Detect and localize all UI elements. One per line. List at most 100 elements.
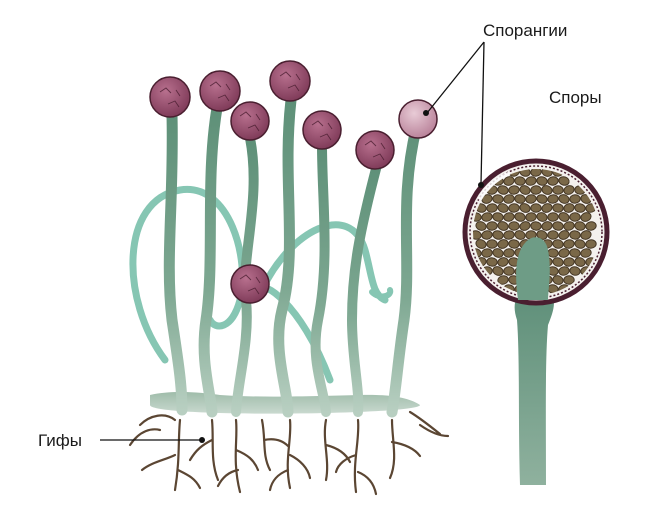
spore (492, 212, 504, 222)
spore (519, 203, 531, 213)
spore (536, 176, 548, 186)
spore (503, 194, 515, 204)
spore (574, 257, 586, 267)
sporangium-cross-section (462, 158, 610, 485)
spore (503, 230, 515, 240)
spore (503, 176, 515, 186)
spore (530, 203, 542, 213)
spore (580, 212, 592, 222)
spore (563, 185, 575, 195)
columella (516, 237, 550, 300)
sporangium-8 (230, 264, 270, 304)
spore (541, 221, 553, 231)
spore (508, 221, 520, 231)
spore (563, 239, 575, 249)
rhizoids (128, 410, 450, 496)
spore (547, 230, 559, 240)
sporangium-4 (269, 60, 311, 102)
spore (552, 239, 564, 249)
spore (552, 275, 564, 285)
spore (486, 221, 498, 231)
spore (481, 248, 493, 258)
spore (558, 176, 570, 186)
spore (492, 266, 504, 276)
spore (492, 230, 504, 240)
spore (525, 194, 537, 204)
spore (536, 212, 548, 222)
spore (530, 221, 542, 231)
spore (552, 185, 564, 195)
spore (486, 203, 498, 213)
spore (558, 266, 570, 276)
sporangia-heads (149, 60, 438, 304)
spore (569, 248, 581, 258)
spore (508, 203, 520, 213)
spore (473, 230, 482, 240)
spore (508, 185, 520, 195)
spore (481, 230, 493, 240)
sporangium-2 (199, 70, 241, 112)
spore (514, 230, 526, 240)
spore (525, 212, 537, 222)
spore (486, 239, 498, 249)
spore (569, 212, 581, 222)
spore (563, 275, 575, 285)
sporangium-5 (302, 110, 342, 150)
enlarged-stalk (514, 290, 554, 485)
leader-dot-hyphae (199, 437, 205, 443)
spore (541, 203, 553, 213)
spore (547, 194, 559, 204)
sporangium-7 (398, 99, 438, 139)
label-sporangia: Спорангии (483, 21, 567, 40)
sporangium-6 (355, 130, 395, 170)
spore (552, 257, 564, 267)
spore (486, 257, 498, 267)
spore (530, 169, 542, 177)
sporangium-wall-inner (469, 165, 603, 299)
spore (481, 194, 493, 204)
spore (569, 194, 581, 204)
spore (558, 194, 570, 204)
spore (492, 248, 504, 258)
spore (569, 266, 581, 276)
spore (497, 185, 509, 195)
spore (580, 248, 592, 258)
spore (497, 239, 509, 249)
leader-dot-sporangium (423, 110, 429, 116)
sporangia-texture (159, 71, 386, 295)
spore (569, 230, 581, 240)
spore (580, 230, 592, 240)
spore (475, 221, 487, 231)
spore (514, 194, 526, 204)
label-spores: Споры (549, 88, 602, 107)
spore (519, 221, 531, 231)
spore (558, 230, 570, 240)
spore (558, 212, 570, 222)
spore (514, 176, 526, 186)
spore (519, 185, 531, 195)
sporangium-3 (230, 101, 270, 141)
spore (547, 248, 559, 258)
spore (552, 203, 564, 213)
label-hyphae: Гифы (38, 431, 82, 450)
hypha-hook (369, 287, 394, 300)
spore (585, 221, 597, 231)
sporangiophore-stalks (163, 94, 423, 418)
spore (508, 239, 520, 249)
spore (574, 239, 586, 249)
spore (497, 203, 509, 213)
spore (514, 212, 526, 222)
spore (547, 212, 559, 222)
spore (552, 221, 564, 231)
spore (536, 194, 548, 204)
spore (503, 266, 515, 276)
spore (475, 239, 487, 249)
spore (574, 221, 586, 231)
wall-highlight (478, 172, 510, 200)
spore (497, 275, 509, 285)
spore (525, 176, 537, 186)
spore (558, 248, 570, 258)
spore (574, 203, 586, 213)
spore (497, 221, 509, 231)
